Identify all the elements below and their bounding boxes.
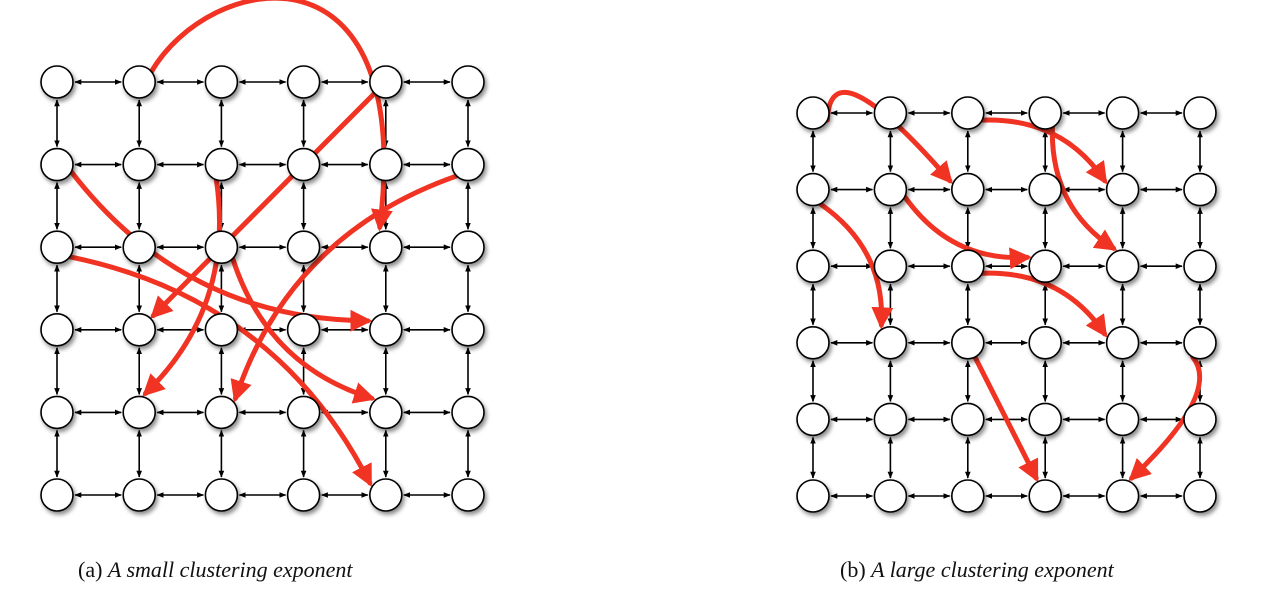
long-range-arrow [1049, 124, 1118, 251]
long-range-arrow [972, 354, 1039, 483]
long-range-arrow [979, 270, 1108, 338]
graph-node [451, 395, 485, 430]
long-range-arrow [817, 201, 894, 330]
graph-node [950, 479, 985, 513]
graph-node [1028, 402, 1062, 437]
graph-node [368, 478, 403, 512]
long-range-arrow [902, 194, 1032, 270]
graph-node [451, 147, 485, 182]
graph-node [451, 478, 485, 512]
graph-node [1183, 402, 1217, 437]
caption-a: (a) A small clustering exponent [78, 557, 353, 583]
graph-node [286, 478, 321, 512]
graph-node [873, 249, 908, 284]
panel-b-graph [796, 90, 1217, 513]
long-range-links [67, 0, 460, 487]
graph-node [122, 65, 156, 99]
graph-node [1105, 96, 1140, 130]
graph-node [1183, 96, 1217, 130]
graph-node [204, 230, 239, 264]
graph-node [40, 65, 74, 99]
graph-node [368, 65, 403, 99]
graph-node [950, 249, 985, 284]
graph-node [796, 96, 830, 130]
nodes [40, 65, 485, 512]
caption-b: (b) A large clustering exponent [840, 557, 1114, 583]
graph-node [950, 402, 985, 437]
graph-node [796, 479, 830, 513]
long-range-arrow [68, 169, 373, 332]
graph-node [873, 172, 908, 207]
graph-node [1028, 325, 1062, 360]
long-range-arrow [142, 177, 222, 397]
graph-node [122, 478, 156, 512]
graph-node [122, 395, 156, 430]
graph-node [1183, 249, 1217, 284]
graph-node [368, 395, 403, 430]
graph-node [950, 325, 985, 360]
graph-node [1105, 249, 1140, 284]
graph-node [796, 249, 830, 284]
graph-node [950, 96, 985, 130]
graph-node [1028, 249, 1062, 284]
graph-node [286, 147, 321, 182]
caption-b-text: A large clustering exponent [871, 557, 1114, 582]
caption-b-label: (b) [840, 557, 866, 582]
graph-node [122, 230, 156, 264]
graph-node [1028, 479, 1062, 513]
graph-node [368, 147, 403, 182]
graph-node [451, 230, 485, 264]
long-range-arrow [67, 254, 373, 487]
graph-node [1105, 172, 1140, 207]
graph-node [1105, 402, 1140, 437]
graph-node [1105, 479, 1140, 513]
graph-node [451, 65, 485, 99]
graph-node [796, 325, 830, 360]
graph-node [1028, 172, 1062, 207]
graph-node [204, 147, 239, 182]
local-links [810, 110, 1203, 499]
long-range-arrow [150, 90, 378, 319]
local-links [54, 79, 471, 498]
graph-node [1105, 325, 1140, 360]
caption-a-text: A small clustering exponent [107, 557, 353, 582]
long-range-arrow [230, 173, 460, 403]
graph-node [286, 312, 321, 347]
graph-node [1183, 325, 1217, 360]
graph-node [204, 312, 239, 347]
graph-node [122, 147, 156, 182]
graph-node [286, 230, 321, 264]
graph-node [873, 96, 908, 130]
graph-node [451, 312, 485, 347]
nodes [796, 96, 1217, 513]
graph-node [204, 65, 239, 99]
graph-node [204, 478, 239, 512]
graph-node [286, 395, 321, 430]
graph-node [1183, 479, 1217, 513]
graph-node [950, 172, 985, 207]
graph-node [368, 230, 403, 264]
graph-node [873, 402, 908, 437]
long-range-arrow [824, 90, 953, 185]
graph-node [204, 395, 239, 430]
panel-a-graph [40, 0, 485, 512]
graph-node [286, 65, 321, 99]
graph-node [796, 172, 830, 207]
graph-node [873, 479, 908, 513]
graph-node [40, 478, 74, 512]
graph-node [1028, 96, 1062, 130]
graph-node [40, 312, 74, 347]
graph-node [1183, 172, 1217, 207]
graph-node [796, 402, 830, 437]
graph-node [122, 312, 156, 347]
long-range-arrow [148, 0, 393, 232]
graph-node [40, 395, 74, 430]
long-range-arrow [230, 256, 376, 404]
graph-node [40, 147, 74, 182]
graph-node [368, 312, 403, 347]
graph-node [873, 325, 908, 360]
graph-node [40, 230, 74, 264]
caption-a-label: (a) [78, 557, 103, 582]
